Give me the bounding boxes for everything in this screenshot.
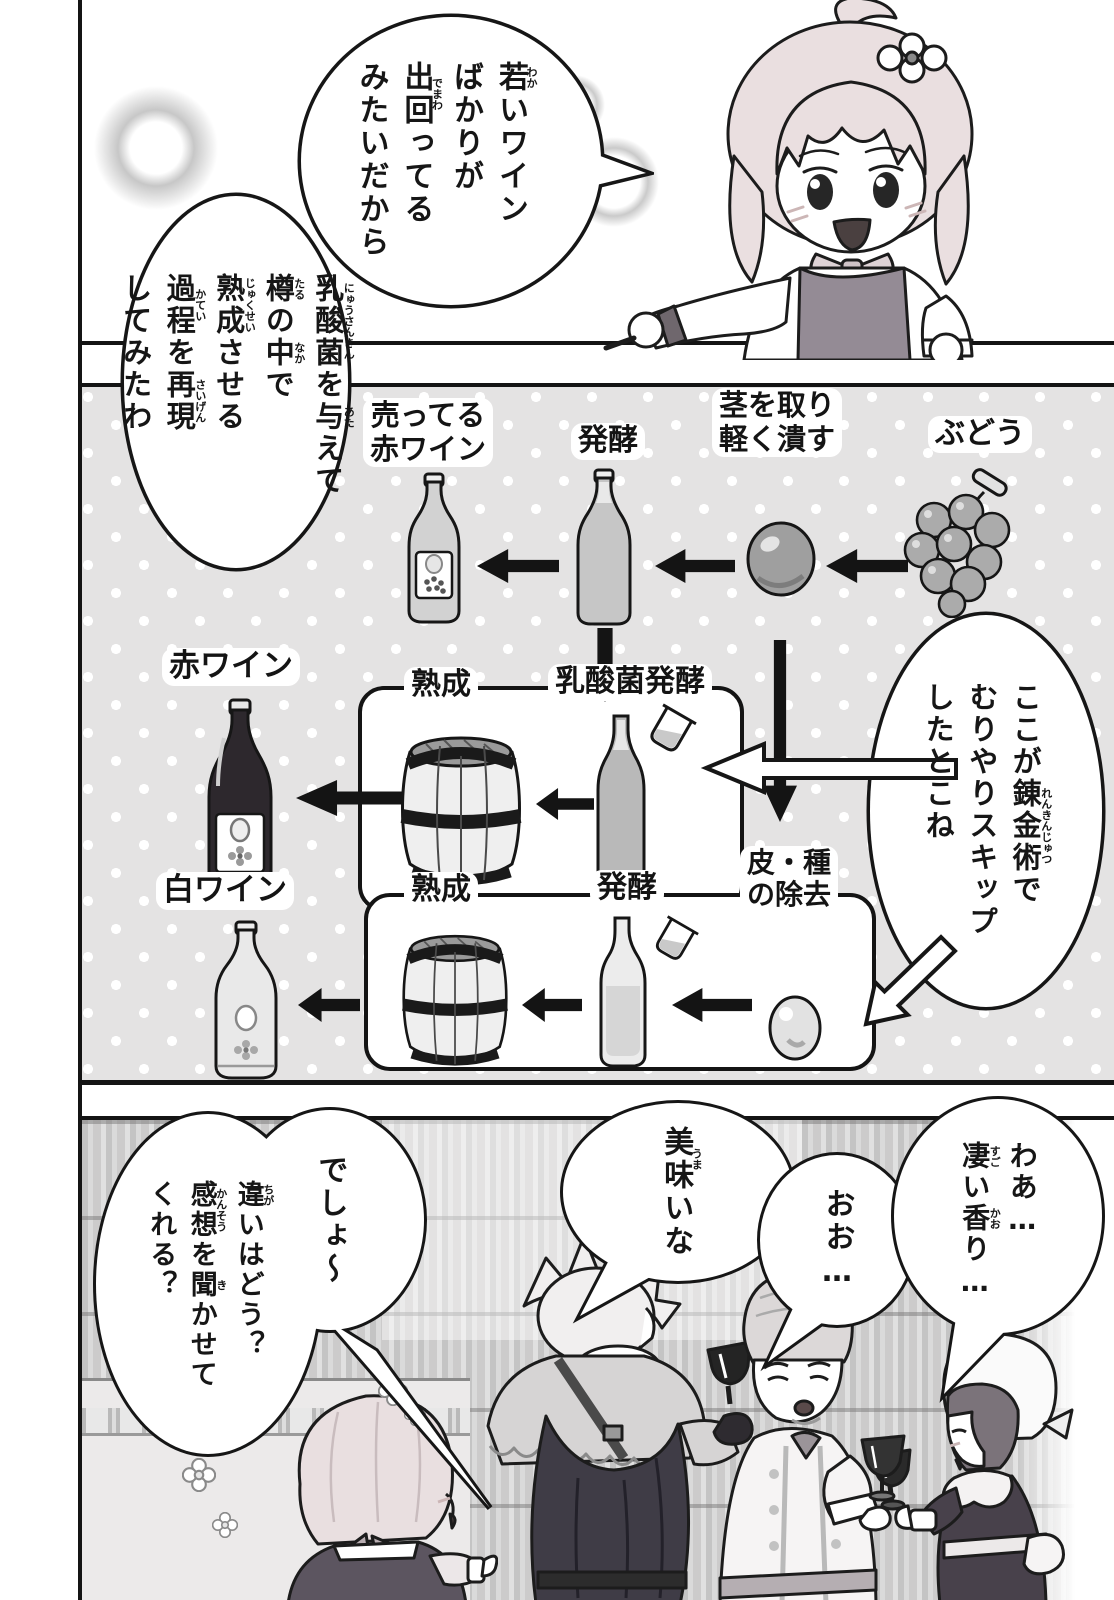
speech-bubble-oh [757,1152,917,1372]
belt [536,1570,688,1590]
label-white-wine: 白ワイン [156,872,294,910]
peeled-grape-icon [768,995,822,1061]
hand [480,1554,498,1578]
label-fermentation-1: 発酵 [571,423,645,460]
dialogue-text: 若わかいワインばかりが出回でまわってるみたいだから [353,61,539,259]
waist-sash [718,1568,878,1600]
outline-arrow-icon [863,934,958,1027]
hair-lock-right [933,154,970,286]
crushed-grape-icon [746,521,816,597]
label-fermentation-2: 発酵 [590,870,664,907]
bangs [775,80,927,176]
bubble-lactic-text: 乳酸菌にゅうさんきんを与あたえて樽たるの中なかで熟成じゅくせいさせる過程かていを… [119,218,356,552]
flower-icon [182,1458,216,1492]
bubble-oh-text: おお… [805,1160,869,1320]
sold-wine-bottle-icon [407,472,461,624]
goblet-icon [860,1434,906,1502]
eyes [807,172,899,210]
barrel-icon [402,934,508,1066]
face [946,1410,986,1468]
label-skin-seed-removal: 皮・種の除去 [740,846,839,913]
strap [553,1357,629,1461]
open-mouth [793,1399,815,1417]
dark-wine-bottle-icon [207,698,273,907]
bonnet-bow [1042,1408,1074,1440]
label-red-wine: 赤ワイン [162,648,300,686]
label-sold-red-wine: 売ってる赤ワイン [363,398,494,468]
dialogue-text: 違ちがいはどう？感想かんそうを聞きかせてくれる？ [145,1180,275,1390]
bubble-desho-text: でしょ〜 [298,1125,362,1315]
cuff [656,304,688,348]
label-aging-red: 熟成 [404,667,478,704]
caped-man-character [486,1234,754,1600]
cravat [790,1431,822,1460]
bubble-wow-text: わあ…凄すごい香かおり… [938,1126,1058,1316]
grapes-icon [903,468,1011,618]
beaker-icon [655,915,699,960]
halftone-blob [86,78,226,218]
speech-bubble-lactic [120,192,352,572]
panel1-bottom-border [78,341,1114,345]
face-edge [639,1306,656,1350]
malolactic-bottle-icon [596,714,646,888]
blush [786,201,927,223]
collar [332,1540,420,1562]
bubble-ask-text: 違ちがいはどう？感想かんそうを聞きかせてくれる？ [112,1140,302,1430]
ahoge [834,0,898,28]
label-aging-white: 熟成 [404,872,478,909]
hand [894,1504,914,1530]
white-wine-bottle-icon [214,920,278,1080]
speech-bubble-young-wine [297,13,654,309]
barrel-icon [400,736,522,886]
open-mouth [448,1512,457,1530]
dialogue-text: おお… [819,1188,855,1292]
label-destem-crush: 茎を取り軽く潰す [712,388,843,458]
girl-character [603,0,974,360]
outline-arrow-icon [700,741,958,795]
girl-back-character [287,1394,498,1600]
dialogue-text: でしょ〜 [312,1154,348,1286]
speech-bubble-tasty [560,1100,796,1324]
fermentation-bottle-icon [576,468,632,626]
dialogue-text: ここが錬金術れんきんじゅつでむりやりスキップしたとこね [921,682,1053,938]
mouth [954,1458,963,1471]
label-grapes: ぶどう [928,416,1032,453]
flower-hairpin-icon [876,32,948,84]
flower-icon [212,1512,238,1538]
bubble-tasty-text: 美味うまいな [646,1112,710,1272]
cuff [908,1508,938,1532]
bubble-young-wine-text: 若わかいワインばかりが出回でまわってるみたいだから [318,30,568,290]
dialogue-text: 美味うまいな [658,1126,704,1258]
vest [796,266,912,360]
hair-lock-left [728,154,766,284]
cape [530,1414,690,1600]
apron-bow [1022,1532,1065,1576]
dialogue-text: 乳酸菌にゅうさんきんを与あたえて樽たるの中なかで熟成じゅくせいさせる過程かていを… [118,273,356,497]
gloved-hand [712,1412,754,1446]
speech-bubble-desho-ask [93,1107,493,1510]
buckle [602,1424,624,1442]
bubble-skip-text: ここが錬金術れんきんじゅつでむりやりスキップしたとこね [886,630,1082,990]
dialogue-text: わあ…凄すごい香かおり… [958,1141,1039,1301]
beaker-icon [650,703,697,752]
right-hand [928,332,964,360]
open-mouth [832,217,872,252]
speech-bubble-skip [866,611,1106,1011]
label-malolactic: 乳酸菌発酵 [548,664,712,701]
pointing-finger [603,335,637,351]
goblet-icon [706,1340,752,1405]
hand [627,311,665,349]
speech-bubble-wow [891,1096,1105,1403]
fermentation-bottle-icon [599,916,647,1068]
